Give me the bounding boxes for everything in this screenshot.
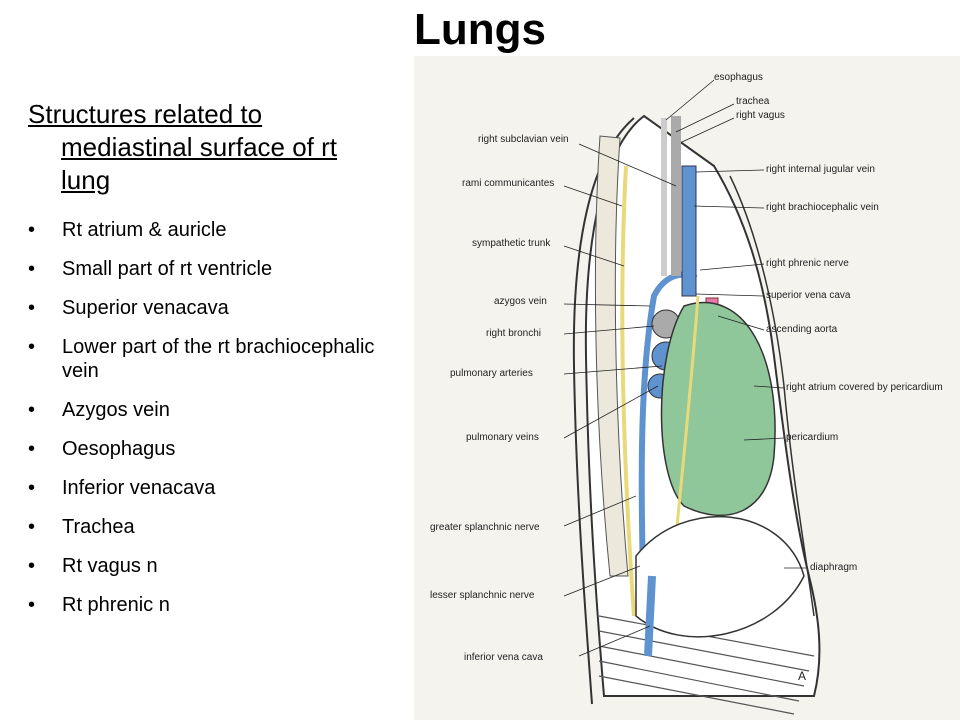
- chest-wall-inner: [729, 175, 815, 617]
- label-greater-splanchnic-nerve: greater splanchnic nerve: [430, 522, 540, 533]
- list-item: Inferior venacava: [28, 476, 408, 500]
- list-item: Azygos vein: [28, 398, 408, 422]
- label-esophagus: esophagus: [714, 72, 763, 83]
- label-sympathetic-trunk: sympathetic trunk: [472, 238, 551, 249]
- superior-vena-cava: [681, 165, 697, 297]
- vertebral-column: [594, 135, 629, 577]
- label-rami-communicantes: rami communicantes: [462, 178, 554, 189]
- label-right-phrenic-nerve: right phrenic nerve: [766, 258, 849, 269]
- list-item: Oesophagus: [28, 437, 408, 461]
- azygos-vein: [638, 271, 698, 617]
- sympathetic-trunk: [620, 165, 636, 617]
- list-item: Rt vagus n: [28, 554, 408, 578]
- inferior-vena-cava: [644, 575, 656, 657]
- pericardium: [660, 301, 776, 517]
- label-right-bronchi: right bronchi: [486, 328, 541, 339]
- label-ascending-aorta: ascending aorta: [766, 324, 838, 335]
- list-item: Small part of rt ventricle: [28, 257, 408, 281]
- label-azygos-vein: azygos vein: [494, 296, 547, 307]
- list-item: Trachea: [28, 515, 408, 539]
- slide-title: Lungs: [414, 5, 546, 54]
- label-right-subclavian-vein: right subclavian vein: [478, 134, 569, 145]
- slide-subtitle: Structures related to mediastinal surfac…: [28, 98, 408, 197]
- label-inferior-vena-cava: inferior vena cava: [464, 652, 543, 663]
- label-trachea: trachea: [736, 96, 770, 107]
- ribs: [598, 615, 815, 715]
- panel-letter: A: [798, 669, 806, 683]
- structures-list: Rt atrium & auricle Small part of rt ven…: [28, 218, 408, 632]
- leader-lines: [563, 79, 806, 657]
- label-pulmonary-arteries: pulmonary arteries: [450, 368, 533, 379]
- label-lesser-splanchnic-nerve: lesser splanchnic nerve: [430, 590, 535, 601]
- label-pulmonary-veins: pulmonary veins: [466, 432, 539, 443]
- phrenic-nerve: [674, 295, 700, 537]
- diaphragm: [635, 515, 805, 638]
- label-right-atrium-pericardium: right atrium covered by pericardium: [786, 382, 943, 393]
- mediastinum-diagram: right subclavian vein rami communicantes…: [430, 72, 943, 715]
- label-right-brachiocephalic-vein: right brachiocephalic vein: [766, 202, 879, 213]
- anatomy-illustration: right subclavian vein rami communicantes…: [414, 56, 960, 720]
- subtitle-line-2: mediastinal surface of rt: [61, 132, 338, 162]
- subtitle-line-1: Structures related to: [28, 99, 263, 129]
- label-diaphragm: diaphragm: [810, 562, 857, 573]
- list-item: Rt phrenic n: [28, 593, 408, 617]
- label-right-internal-jugular-vein: right internal jugular vein: [766, 164, 875, 175]
- label-superior-vena-cava: superior vena cava: [766, 290, 851, 301]
- subtitle-line-3: lung: [61, 165, 111, 195]
- list-item: Rt atrium & auricle: [28, 218, 408, 242]
- label-right-vagus: right vagus: [736, 110, 785, 121]
- list-item: Lower part of the rt brachiocephalic vei…: [28, 335, 408, 383]
- list-item: Superior venacava: [28, 296, 408, 320]
- label-pericardium: pericardium: [786, 432, 838, 443]
